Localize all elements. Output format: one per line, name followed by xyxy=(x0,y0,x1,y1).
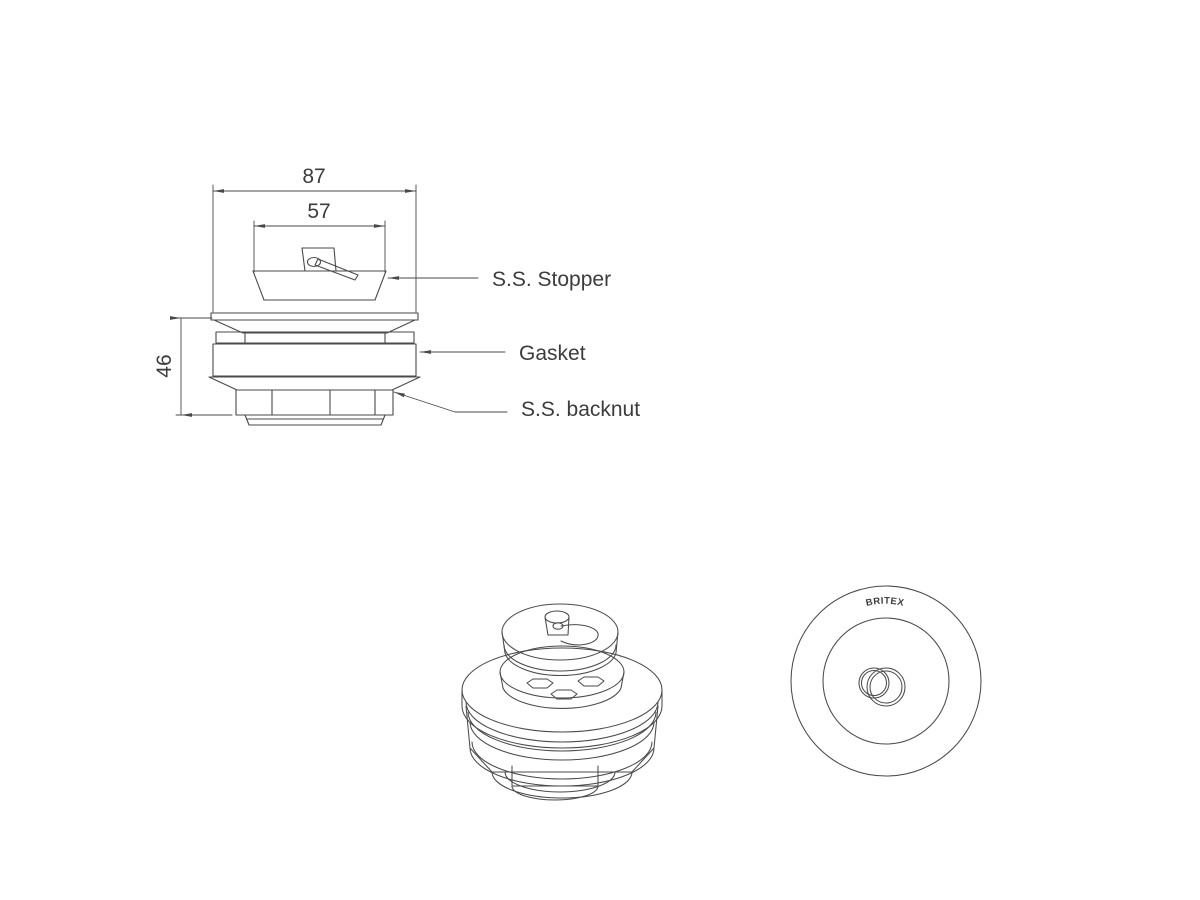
iso-pull-ring xyxy=(552,622,564,630)
stopper-pull-ring xyxy=(306,256,322,268)
iso-backnut-bottom xyxy=(511,785,599,801)
iso-barrel-ring xyxy=(471,741,653,780)
callout-label-gasket: Gasket xyxy=(519,342,586,365)
iso-ring-3 xyxy=(469,721,655,761)
iso-ring-2 xyxy=(467,711,657,752)
dimension-label-57: 57 xyxy=(307,200,330,223)
dimension-57 xyxy=(253,220,386,273)
leader-backnut xyxy=(393,391,508,413)
flange-plate xyxy=(210,312,419,321)
dimension-label-87: 87 xyxy=(302,165,325,188)
iso-backnut xyxy=(511,765,599,787)
plan-view xyxy=(790,585,982,777)
backnut-body xyxy=(235,389,394,416)
iso-lower-taper xyxy=(469,747,655,773)
stopper-lever xyxy=(314,258,359,281)
dimension-46 xyxy=(170,316,233,417)
spigot xyxy=(244,414,386,426)
gasket-block xyxy=(212,343,417,377)
dimension-87 xyxy=(212,184,417,313)
dimension-label-46: 46 xyxy=(153,354,176,377)
stopper-section xyxy=(252,247,387,301)
plan-ring-inner-b xyxy=(860,669,888,697)
flange-taper-left xyxy=(213,319,244,334)
isometric-view xyxy=(461,603,663,801)
iso-hex-hole-center xyxy=(550,689,578,700)
iso-hex-hole-right xyxy=(577,676,605,687)
iso-chain-loop xyxy=(560,624,599,646)
iso-hub-side xyxy=(499,671,625,709)
plan-stopper-circle xyxy=(822,617,950,745)
iso-stopper-side xyxy=(501,631,619,677)
iso-hex-hole-left xyxy=(526,678,554,689)
callout-label-stopper: S.S. Stopper xyxy=(492,268,611,291)
washer-band xyxy=(215,331,415,344)
front-section-view: 87 57 46 xyxy=(153,165,640,426)
plan-ring-inner-a xyxy=(869,670,903,704)
callout-label-backnut: S.S. backnut xyxy=(521,398,640,421)
plan-brand-label: BRITEX xyxy=(865,596,906,609)
iso-ring-1 xyxy=(465,701,659,743)
body-section xyxy=(208,312,421,426)
iso-stopper-ring xyxy=(503,644,617,672)
iso-backnut-arc xyxy=(504,771,616,793)
iso-knob-side xyxy=(544,616,570,636)
stopper-boss xyxy=(301,247,337,272)
flange-taper-right xyxy=(386,319,416,334)
plan-ring-outer-b xyxy=(858,667,890,699)
stopper-body xyxy=(252,270,387,301)
plan-ring-outer-a xyxy=(866,667,906,707)
plan-outer-circle xyxy=(790,585,982,777)
iso-taper-bottom xyxy=(491,771,633,799)
